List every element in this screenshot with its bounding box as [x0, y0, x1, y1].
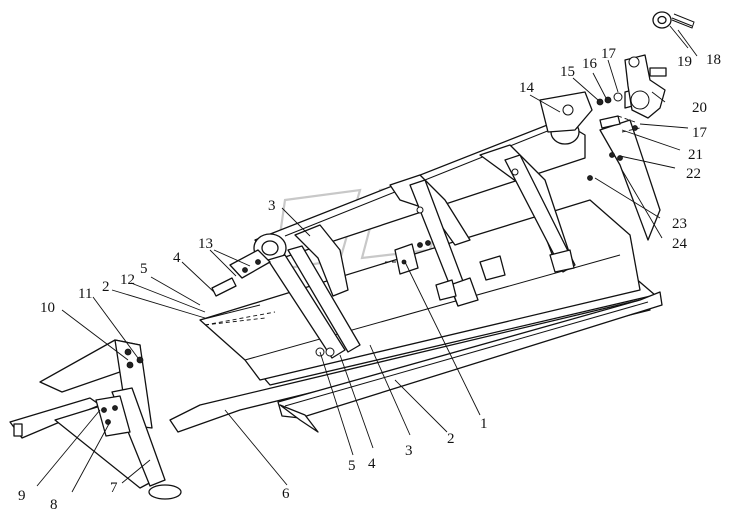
main-frame: [199, 199, 641, 381]
pins-part-4-5: [211, 249, 271, 297]
callout-19: 19: [677, 54, 692, 70]
right-end-assembly: [539, 11, 695, 241]
callout-4b: 4: [173, 250, 181, 266]
callout-8: 8: [50, 497, 58, 513]
callout-14: 14: [519, 80, 535, 96]
teeth: [435, 249, 575, 307]
callout-7: 7: [110, 480, 118, 496]
callout-1: 1: [480, 416, 488, 432]
callout-4: 4: [368, 456, 376, 472]
blade-beam-part-2: [277, 291, 663, 433]
callout-16: 16: [582, 56, 598, 72]
callout-20: 20: [692, 100, 707, 116]
callout-24: 24: [672, 236, 688, 252]
vertical-links-part-3-4: [267, 154, 576, 359]
callout-13: 13: [198, 236, 213, 252]
callout-12: 12: [120, 272, 135, 288]
mount-bracket-part-7-8-9: [9, 387, 182, 500]
callout-15: 15: [560, 64, 575, 80]
callout-6: 6: [282, 486, 290, 502]
center-bracket: [394, 240, 431, 275]
callout-22: 22: [686, 166, 701, 182]
leader-lines: [36, 25, 698, 493]
callout-17: 17: [601, 46, 617, 62]
left-end-plate-part-10: [39, 339, 153, 429]
callout-21: 21: [688, 147, 703, 163]
callout-23: 23: [672, 216, 687, 232]
callout-11: 11: [78, 286, 92, 302]
callout-2: 2: [447, 431, 455, 447]
callout-17b: 17: [692, 125, 708, 141]
callout-5: 5: [348, 458, 356, 474]
callout-2b: 2: [102, 279, 110, 295]
callout-5b: 5: [140, 261, 148, 277]
callout-3: 3: [405, 443, 413, 459]
callout-10: 10: [40, 300, 55, 316]
alignment-lines: [204, 261, 398, 326]
callout-18: 18: [706, 52, 721, 68]
callouts: 1 2 3 4 5 6 7 8 9 10 11 2 12 5 4 13 3 14…: [18, 46, 721, 513]
callout-3b: 3: [268, 198, 276, 214]
callout-9: 9: [18, 488, 26, 504]
